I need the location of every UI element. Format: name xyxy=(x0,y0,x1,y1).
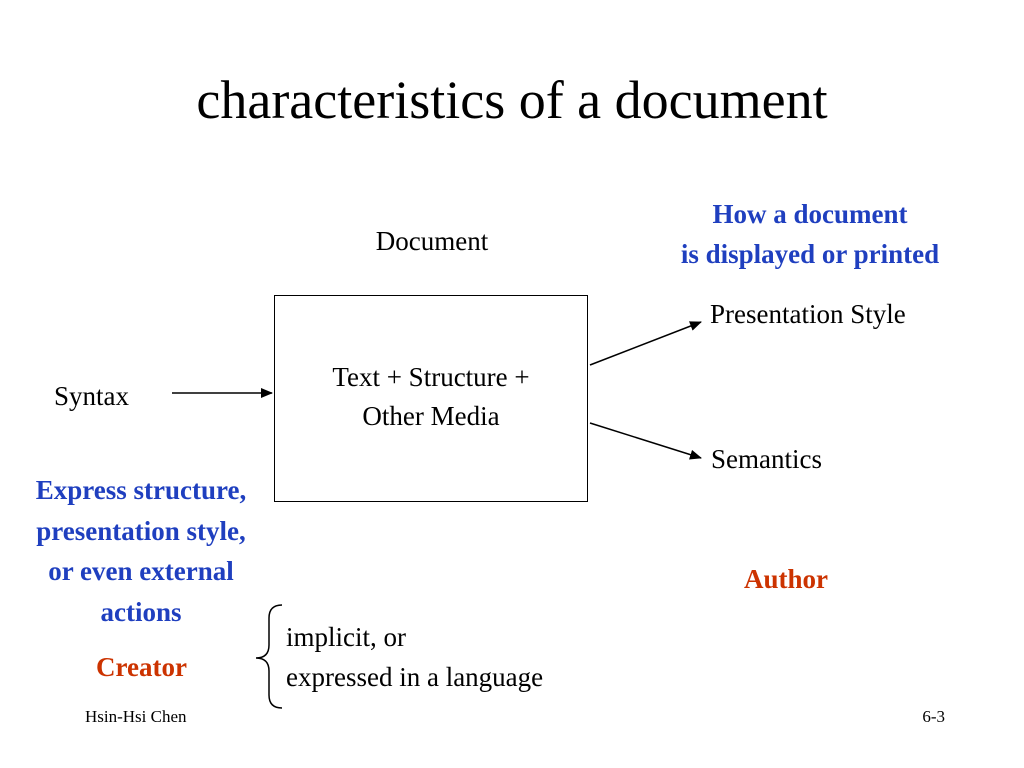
slide-title: characteristics of a document xyxy=(196,70,828,130)
author-label: Author xyxy=(744,564,829,594)
document-label: Document xyxy=(375,226,489,256)
syntax-label: Syntax xyxy=(54,381,130,411)
express-note-line-4: actions xyxy=(100,596,182,627)
express-note-line-1: Express structure, xyxy=(35,475,247,505)
display-note: How a document is displayed or printed xyxy=(630,194,990,274)
footer-author: Hsin-Hsi Chen xyxy=(85,707,187,726)
page-number: 6-3 xyxy=(922,707,945,726)
express-note-line-2: presentation style, xyxy=(36,515,246,546)
display-note-line-1: How a document xyxy=(712,199,908,229)
express-note-line-3: or even external xyxy=(48,556,234,586)
document-box-line-2: Other Media xyxy=(362,401,500,431)
presentation-arrow-icon xyxy=(589,321,702,366)
presentation-style-label: Presentation Style xyxy=(710,299,906,329)
creator-option-1: implicit, or xyxy=(286,622,406,652)
express-note: Express structure, presentation style, o… xyxy=(0,470,282,632)
creator-option-2: expressed in a language xyxy=(286,662,544,692)
document-box-line-1: Text + Structure + xyxy=(332,362,530,392)
creator-label: Creator xyxy=(96,652,187,682)
document-box-text: Text + Structure + Other Media xyxy=(275,358,587,436)
creator-options: implicit, or expressed in a language xyxy=(286,617,543,697)
document-box xyxy=(274,295,588,502)
display-note-line-2: is displayed or printed xyxy=(680,239,940,269)
semantics-label: Semantics xyxy=(711,444,822,474)
semantics-arrow-icon xyxy=(589,422,702,460)
